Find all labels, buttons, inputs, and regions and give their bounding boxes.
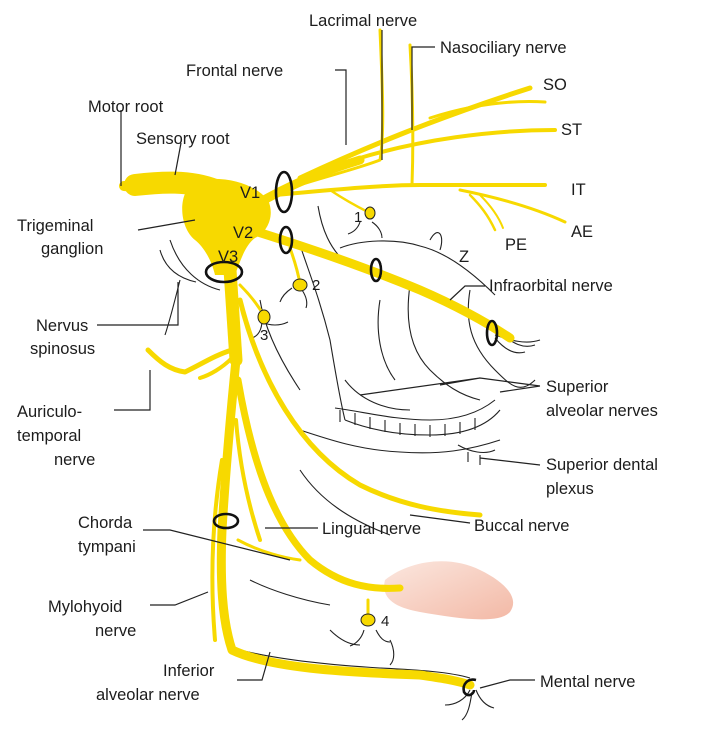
label-st: ST — [561, 121, 582, 139]
ganglion-3 — [258, 310, 270, 324]
label-infraorbital-nerve: Infraorbital nerve — [489, 277, 613, 295]
label-auriculo-nerve: nerve — [54, 451, 95, 469]
label-auriculo: Auriculo- — [17, 403, 82, 421]
label-z: Z — [459, 248, 469, 266]
ganglion-4 — [361, 614, 375, 626]
label-it: IT — [571, 181, 586, 199]
label-alveolar-nerve: alveolar nerve — [96, 686, 200, 704]
label-lacrimal-nerve: Lacrimal nerve — [309, 12, 417, 30]
label-inferior: Inferior — [163, 662, 215, 680]
label-mylohyoid-nerve: nerve — [95, 622, 136, 640]
tongue-shape — [384, 561, 513, 619]
label-tympani: tympani — [78, 538, 136, 556]
label-temporal: temporal — [17, 427, 81, 445]
label-mental-nerve: Mental nerve — [540, 673, 635, 691]
label-chorda: Chorda — [78, 514, 133, 532]
label-ganglion-1: 1 — [354, 209, 362, 226]
label-pe: PE — [505, 236, 527, 254]
label-mylohyoid: Mylohyoid — [48, 598, 122, 616]
label-v2: V2 — [233, 224, 253, 242]
ganglion-2 — [293, 279, 307, 291]
label-nasociliary-nerve: Nasociliary nerve — [440, 39, 567, 57]
label-ae: AE — [571, 223, 593, 241]
label-ganglion-4: 4 — [381, 613, 389, 630]
label-ganglion-2: 2 — [312, 277, 320, 294]
label-v3: V3 — [218, 248, 238, 266]
label-nervus: Nervus — [36, 317, 88, 335]
label-ganglion: ganglion — [41, 240, 103, 258]
label-motor-root: Motor root — [88, 98, 164, 116]
labels: Lacrimal nerve Nasociliary nerve Frontal… — [17, 12, 658, 704]
ganglion-1 — [365, 207, 375, 219]
label-spinosus: spinosus — [30, 340, 95, 358]
label-alveolar-nerves: alveolar nerves — [546, 402, 658, 420]
anatomy-outlines — [160, 206, 540, 720]
label-superior: Superior — [546, 378, 609, 396]
label-superior-dental: Superior dental — [546, 456, 658, 474]
label-sensory-root: Sensory root — [136, 130, 230, 148]
label-so: SO — [543, 76, 567, 94]
label-buccal-nerve: Buccal nerve — [474, 517, 569, 535]
label-v1: V1 — [240, 184, 260, 202]
label-ganglion-3: 3 — [260, 327, 268, 344]
label-lingual-nerve: Lingual nerve — [322, 520, 421, 538]
label-frontal-nerve: Frontal nerve — [186, 62, 283, 80]
label-plexus: plexus — [546, 480, 594, 498]
label-trigeminal: Trigeminal — [17, 217, 93, 235]
